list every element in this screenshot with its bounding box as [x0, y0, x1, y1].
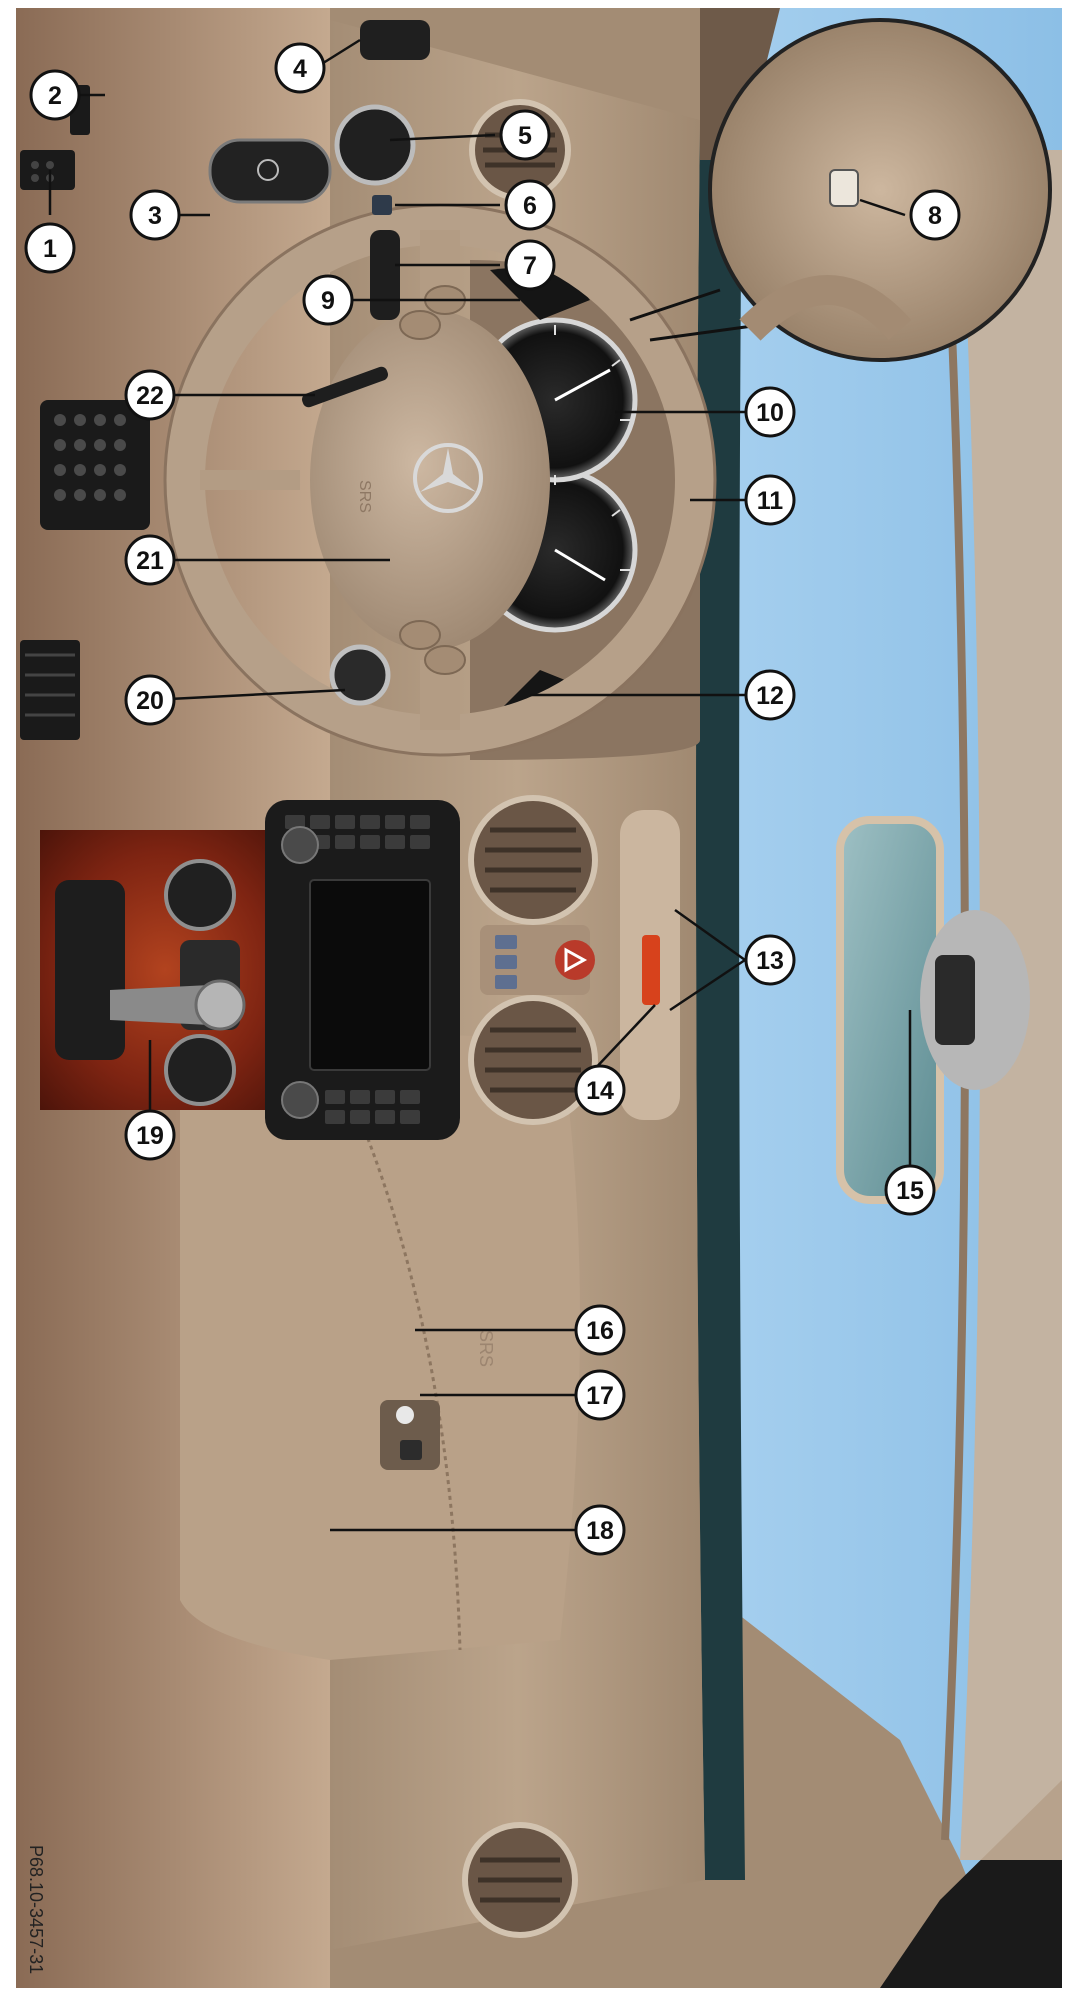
steering-wheel-spokes — [200, 230, 460, 730]
callout-6: 6 — [504, 179, 556, 231]
svg-text:11: 11 — [757, 487, 784, 515]
glovebox-panel — [180, 1030, 580, 1660]
callout-18: 18 — [574, 1504, 626, 1556]
comand-knob-left — [281, 1081, 319, 1119]
gear-selector-gate — [55, 880, 125, 1060]
speedometer-needle — [554, 368, 611, 402]
hazard-button[interactable] — [555, 940, 595, 980]
callout-5: 5 — [499, 109, 551, 161]
callout-22: 22 — [124, 369, 176, 421]
callout-9: 9 — [302, 274, 354, 326]
passenger-vent-slats — [478, 1857, 562, 1903]
center-vent-slats — [485, 827, 581, 1093]
headlamp-range-button[interactable] — [372, 195, 392, 215]
cruise-control-lever[interactable] — [300, 365, 389, 409]
switch-16[interactable] — [396, 1406, 414, 1424]
callout-3: 3 — [129, 189, 181, 241]
callout-1: 1 — [24, 222, 76, 274]
svg-text:8: 8 — [928, 202, 942, 230]
callout-12: 12 — [744, 669, 796, 721]
steering-buttons-left[interactable] — [399, 620, 466, 675]
mirror-mount-base — [935, 955, 975, 1045]
passenger-switch-module — [380, 1400, 440, 1470]
gear-lever-knob — [194, 979, 246, 1031]
comand-knob-right — [281, 826, 319, 864]
callout-10: 10 — [744, 386, 796, 438]
climate-knob-right — [164, 859, 236, 931]
parking-brake-pedal[interactable] — [20, 150, 75, 190]
svg-text:21: 21 — [136, 547, 164, 575]
inset-wheel-rim — [739, 275, 912, 341]
light-switch[interactable] — [334, 104, 416, 186]
comand-buttons-bottom — [325, 1090, 420, 1124]
svg-text:3: 3 — [148, 202, 162, 230]
callout-11: 11 — [744, 474, 796, 526]
callout-2: 2 — [29, 69, 81, 121]
detail-inset-leader-1 — [629, 288, 721, 322]
glovebox-seam — [328, 1049, 462, 1651]
svg-text:7: 7 — [523, 252, 537, 280]
comand-screen — [309, 879, 431, 1071]
steering-wheel-rim[interactable] — [165, 205, 715, 755]
svg-text:16: 16 — [586, 1317, 614, 1345]
svg-text:13: 13 — [756, 947, 784, 975]
callout-19: 19 — [124, 1109, 176, 1161]
three-pointed-star-icon — [413, 443, 483, 513]
callout-4: 4 — [274, 42, 326, 94]
svg-text:22: 22 — [136, 382, 164, 410]
svg-text:12: 12 — [756, 682, 784, 710]
callout-7: 7 — [504, 239, 556, 291]
callout-15: 15 — [884, 1164, 936, 1216]
reference-code: P68.10-3457-31 — [26, 1845, 46, 1974]
svg-text:2: 2 — [48, 82, 62, 110]
detail-inset-leader-2 — [649, 323, 761, 342]
mirror-switch[interactable] — [360, 20, 430, 60]
svg-text:4: 4 — [293, 55, 307, 83]
srs-label-driver: SRS — [356, 480, 373, 513]
combination-switch-stalk[interactable] — [370, 230, 400, 320]
comand-buttons-top — [285, 815, 430, 849]
svg-text:1: 1 — [43, 235, 57, 263]
svg-text:19: 19 — [136, 1122, 164, 1150]
callout-14: 14 — [574, 1064, 626, 1116]
tachometer-needle — [554, 548, 606, 582]
svg-text:14: 14 — [586, 1077, 614, 1105]
svg-text:20: 20 — [136, 687, 164, 715]
callout-17: 17 — [574, 1369, 626, 1421]
ignition-lock[interactable] — [329, 644, 391, 706]
hazard-triangle-icon — [564, 947, 588, 973]
svg-text:9: 9 — [321, 287, 335, 315]
parking-brake-release[interactable] — [208, 138, 332, 204]
srs-label-passenger: SRS — [476, 1330, 496, 1367]
detail-inset — [708, 18, 1052, 362]
svg-text:5: 5 — [518, 122, 532, 150]
center-switches[interactable] — [495, 935, 517, 989]
callout-21: 21 — [124, 534, 176, 586]
inset-button — [829, 169, 859, 207]
center-vent-right — [468, 795, 598, 925]
accelerator-pedal[interactable] — [20, 640, 80, 740]
a-pillar-top — [700, 8, 780, 160]
callout-8: 8 — [909, 189, 961, 241]
callout-13: 13 — [744, 934, 796, 986]
steering-wheel-hub — [310, 310, 550, 650]
parking-brake-icon — [257, 159, 279, 181]
switch-17[interactable] — [400, 1440, 422, 1460]
callout-16: 16 — [574, 1304, 626, 1356]
callout-20: 20 — [124, 674, 176, 726]
svg-text:6: 6 — [523, 192, 537, 220]
svg-text:18: 18 — [586, 1517, 614, 1545]
dash-clock-display — [642, 935, 660, 1005]
windscreen-frame — [696, 120, 745, 1880]
climate-knob-left — [164, 1034, 236, 1106]
brake-pedal[interactable] — [40, 400, 150, 530]
svg-text:17: 17 — [586, 1382, 614, 1410]
svg-text:15: 15 — [896, 1177, 924, 1205]
svg-text:10: 10 — [756, 399, 784, 427]
center-vent-left — [468, 995, 598, 1125]
